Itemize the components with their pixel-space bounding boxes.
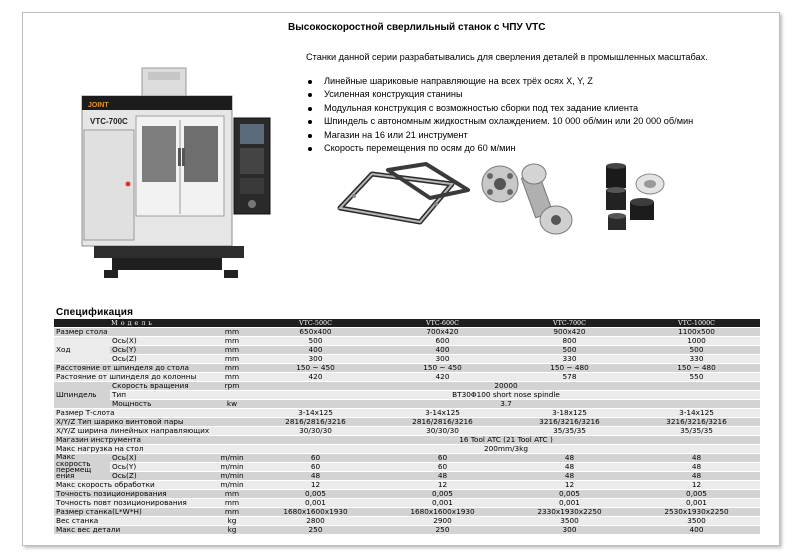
brand-logo: JOINT [88,102,109,109]
table-row: Шпиндель Скорость вращения rpm 20000 [54,381,760,409]
table-row: Ось(Z) mm 300 300 330 330 [54,354,760,364]
table-row: X/Y/Z Тип шарико винтовой пары 2816/2816… [54,417,760,427]
table-row: Магазин инструмента 16 Tool ATC (21 Tool… [54,435,760,445]
specification-table: Модель VTC-500C VTC-600C VTC-700C VTC-10… [54,319,760,535]
table-row: X/Y/Z ширина линейных направляющих 30/30… [54,426,760,436]
model-header: Модель [54,319,212,328]
feature-item: Линейные шариковые направляющие на всех … [306,76,693,89]
table-row: Вес станка kg 2800 2900 3500 3500 [54,516,760,526]
document-title: Высокоскоростной сверлильный станок с ЧП… [288,22,546,33]
table-row: Расстояние от шпинделя до стола mm 150 ~… [54,363,760,373]
table-row: Макс вес детали kg 250 250 300 400 [54,525,760,535]
table-row: Точность повт позиционирования mm 0,001 … [54,498,760,508]
table-row: Мощность kw 3.7 [54,399,760,409]
table-row: Размер Т-слота 3-14x125 3-14x125 3-18x12… [54,408,760,418]
feature-item: Магазин на 16 или 21 инструмент [306,130,693,143]
table-row: Ось(Z) m/min 48 48 48 48 [54,471,760,481]
table-row: Макс скорость перемещ ения Ось(X) m/min … [54,453,760,481]
feature-item: Шпиндель с автономным жидкостным охлажде… [306,116,693,129]
model-column-header: VTC-700C [506,319,633,328]
travel-group-label: Ход [54,336,110,364]
max-speed-group-label: Макс скорость перемещ ения [54,453,110,481]
table-row: Макс нагрузка на стол 200mm/3kg [54,444,760,454]
machine-model-label: VTC-700C [90,117,128,126]
flange-parts-image [481,163,573,235]
feature-list: Линейные шариковые направляющие на всех … [306,76,693,156]
table-row: Размер станка(L*W*H) mm 1680x1600x1930 1… [54,507,760,517]
table-row: Размер стола mm 650x400 700x420 900x420 … [54,327,760,337]
table-row: Макс скорость обработки m/min 12 12 12 1… [54,480,760,490]
table-row: Ось(Y) mm 400 400 500 500 [54,345,760,355]
intro-paragraph: Станки данной серии разрабатывались для … [306,52,708,62]
table-row: Тип BT30Φ100 short nose spindle [54,390,760,400]
spindle-group-label: Шпиндель [54,381,110,409]
table-header-row: Модель VTC-500C VTC-600C VTC-700C VTC-10… [54,319,760,328]
table-row: Ось(Y) m/min 60 60 48 48 [54,462,760,472]
model-column-header: VTC-1000C [633,319,760,328]
model-column-header: VTC-500C [252,319,379,328]
feature-item: Усиленная конструкция станины [306,89,693,102]
specification-heading: Спецификация [56,307,134,318]
cylinder-parts-image [606,163,665,230]
cnc-machine-image: JOINT VTC-700C [81,67,271,278]
frame-parts-image [337,162,470,225]
feature-item: Модульная конструкция с возможностью сбо… [306,103,693,116]
table-row: Точность позиционирования mm 0,005 0,005… [54,489,760,499]
table-row: Ход Ось(X) mm 500 600 800 1000 [54,336,760,364]
feature-item: Скорость перемещения по осям до 60 м/мин [306,143,693,156]
model-column-header: VTC-600C [379,319,506,328]
table-row: Растояние от шпинделя до колонны mm 420 … [54,372,760,382]
